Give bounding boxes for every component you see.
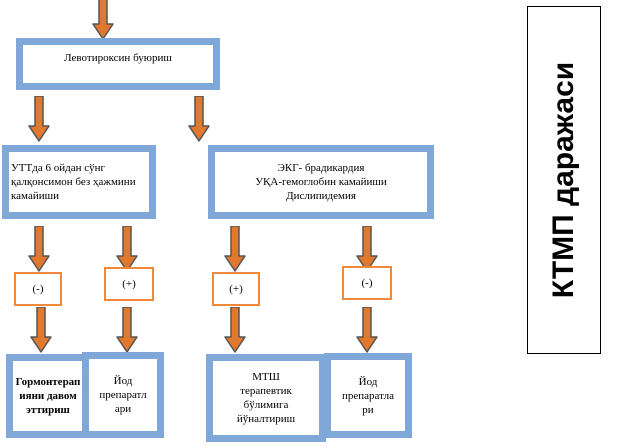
sign-2-label: (+) <box>122 278 136 290</box>
sign-negative-4: (-) <box>342 266 392 300</box>
arrow-into-top-box <box>92 0 114 40</box>
bottom-4-line-2: препаратла <box>341 389 395 402</box>
arrow-left-box-to-sign-1 <box>28 226 50 272</box>
side-label-box: КТМП даражаси <box>527 6 601 354</box>
sign-1-label: (-) <box>32 283 44 295</box>
bottom-3-line-4: йўналтириш <box>236 413 296 425</box>
arrow-sign-3-to-bottom-3 <box>224 307 246 353</box>
right-box-line-2: УҚА-гемоглобин камайиши <box>255 176 387 188</box>
bottom-3-line-3: бўлимига <box>243 399 289 411</box>
side-label: КТМП даражаси <box>547 61 580 299</box>
left-middle-box: УТТда 6 ойдан сўнг қалқонсимон без ҳажми… <box>2 145 156 219</box>
bottom-3-line-1: МТШ <box>252 371 280 383</box>
sign-3-label: (+) <box>229 283 243 295</box>
bottom-3-line-2: терапевтик <box>240 385 292 397</box>
bottom-box-2: Йод препаратл ари <box>82 352 164 438</box>
right-box-line-3: Дислипидемия <box>286 190 356 202</box>
sign-positive-2: (+) <box>104 267 154 301</box>
sign-4-label: (-) <box>361 277 373 289</box>
right-box-line-1: ЭКГ- брадикардия <box>277 162 365 174</box>
arrow-sign-2-to-bottom-2 <box>116 307 138 353</box>
right-middle-box: ЭКГ- брадикардия УҚА-гемоглобин камайиши… <box>208 145 434 219</box>
sign-positive-3: (+) <box>212 272 260 306</box>
bottom-box-1: Гормонтерап ияни давом эттириш <box>6 354 90 438</box>
bottom-2-line-1: Йод <box>113 375 133 387</box>
bottom-4-line-1: Йод <box>358 375 378 388</box>
bottom-box-4: Йод препаратла ри <box>324 353 412 438</box>
left-middle-box-label: УТТда 6 ойдан сўнг қалқонсимон без ҳажми… <box>11 162 136 202</box>
sign-negative-1: (-) <box>14 272 62 306</box>
arrow-top-to-right-box <box>188 96 210 142</box>
arrow-top-to-left-box <box>28 96 50 142</box>
arrow-sign-1-to-bottom-1 <box>30 307 52 353</box>
top-box-label: Левотироксин буюриш <box>64 52 172 64</box>
top-box: Левотироксин буюриш <box>16 38 220 90</box>
bottom-2-line-3: ари <box>114 403 132 415</box>
arrow-right-box-to-sign-3 <box>224 226 246 272</box>
bottom-1-line-2: ияни давом <box>19 390 77 402</box>
arrow-sign-4-to-bottom-4 <box>356 307 378 353</box>
bottom-1-line-1: Гормонтерап <box>15 376 81 388</box>
bottom-4-line-3: ри <box>362 403 374 416</box>
arrow-left-box-to-sign-2 <box>116 226 138 272</box>
bottom-1-line-3: эттириш <box>26 404 70 416</box>
bottom-2-line-2: препаратл <box>99 389 147 401</box>
bottom-box-3: МТШ терапевтик бўлимига йўналтириш <box>206 354 326 442</box>
